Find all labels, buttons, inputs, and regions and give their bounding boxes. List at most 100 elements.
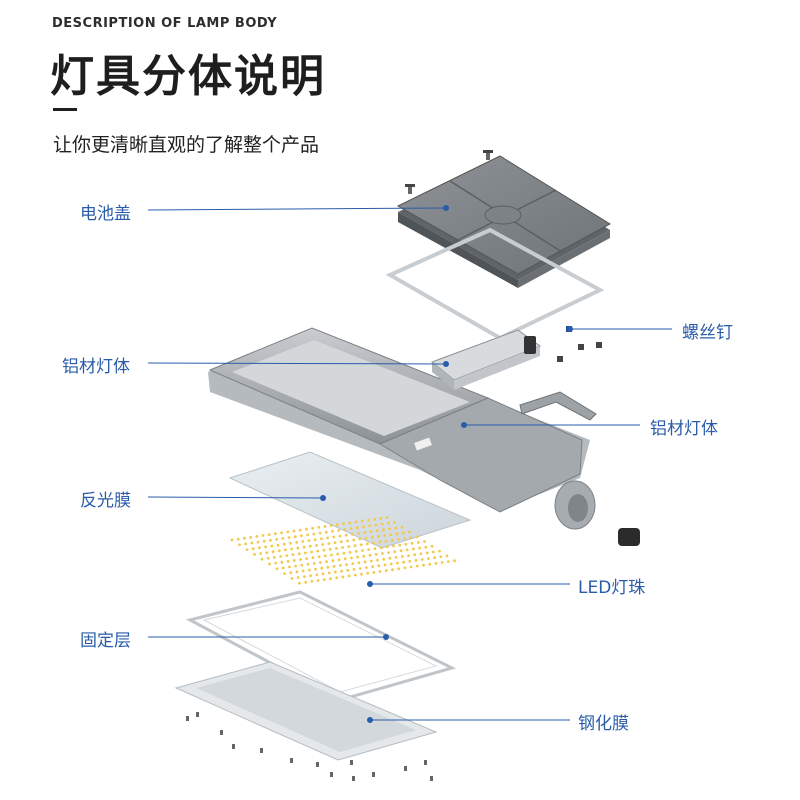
led-bead (396, 561, 399, 565)
led-bead (363, 531, 367, 534)
led-bead (358, 567, 362, 570)
led-bead (362, 525, 365, 529)
left-screw-icon (405, 184, 415, 194)
gasket-ring-part (385, 227, 605, 341)
led-bead (415, 564, 419, 568)
led-bead (413, 553, 417, 557)
led-bead (431, 550, 435, 554)
led-bead (348, 521, 352, 525)
led-bead (320, 566, 324, 570)
led-bead (453, 559, 456, 563)
led-bead (360, 519, 364, 523)
led-bead (354, 520, 358, 524)
led-bead (296, 546, 300, 550)
led-bead (323, 554, 327, 558)
led-bead (384, 539, 388, 543)
led-bead (391, 568, 394, 572)
led-bead (295, 570, 299, 574)
led-bead (330, 553, 333, 557)
screw-cluster-icon (557, 326, 602, 362)
led-bead (439, 555, 443, 559)
led-bead (325, 560, 328, 563)
pole-mount-part (554, 480, 596, 530)
led-bead (298, 528, 302, 532)
led-bead (294, 564, 297, 568)
led-bead (243, 536, 246, 540)
led-bead (383, 534, 387, 537)
led-bead (314, 567, 317, 571)
english-subtitle: DESCRIPTION OF LAMP BODY (52, 16, 278, 31)
led-bead (419, 552, 423, 556)
led-bead (315, 573, 319, 577)
led-bead (307, 568, 311, 572)
led-bead (311, 556, 315, 560)
screw-icon (352, 776, 355, 781)
screw-icon (372, 772, 375, 777)
fixing-layer-inner-edge (202, 597, 438, 693)
led-bead (382, 528, 385, 532)
led-bead (275, 567, 279, 571)
led-bead (313, 538, 317, 542)
led-bead (338, 564, 342, 567)
led-bead (389, 533, 393, 536)
led-bead (328, 547, 332, 551)
led-bead (395, 532, 399, 536)
led-bead (304, 551, 307, 555)
led-bead (274, 532, 277, 536)
led-bead (310, 580, 314, 583)
led-bead (308, 544, 312, 548)
led-bead (283, 572, 286, 575)
led-bead (306, 533, 310, 537)
led-bead (264, 545, 267, 549)
page-title: 灯具分体说明 (50, 51, 326, 102)
led-bead (269, 538, 272, 542)
label-led-beads: LED灯珠 (578, 578, 646, 598)
battery-cover-part (396, 155, 611, 288)
led-bead (251, 547, 255, 551)
led-bead (296, 576, 300, 579)
led-bead (394, 556, 398, 559)
screw-icon (350, 760, 353, 765)
led-bead (415, 535, 419, 539)
led-bead (434, 562, 438, 565)
led-bead (299, 558, 302, 561)
led-bead (304, 580, 308, 584)
led-bead (376, 558, 379, 562)
led-bead (331, 559, 335, 563)
led-bead (393, 550, 397, 554)
led-bead (274, 561, 278, 565)
led-bead (273, 556, 276, 559)
led-bead (389, 562, 393, 566)
led-bead (267, 533, 271, 536)
led-bead (316, 579, 320, 582)
led-bead (341, 575, 345, 579)
led-bead (343, 557, 347, 561)
led-bead (404, 542, 408, 546)
led-bead (289, 571, 293, 575)
led-bead (428, 562, 432, 566)
led-bead (300, 563, 304, 567)
led-bead (400, 555, 404, 558)
led-bead (266, 556, 270, 560)
led-bead (446, 560, 450, 563)
screw-icon (220, 730, 223, 735)
led-bead (311, 526, 314, 530)
led-bead (346, 539, 349, 543)
led-bead (271, 550, 275, 554)
led-bead (372, 541, 375, 545)
led-bead (384, 569, 388, 572)
led-bead (258, 546, 261, 550)
led-bead (298, 581, 301, 585)
tagline: 让你更清晰直观的了解整个产品 (53, 134, 320, 156)
led-bead (268, 562, 271, 566)
aluminum-lamp-body-part (208, 327, 590, 513)
led-bead (422, 563, 425, 567)
leader-line-reflective-film (147, 496, 324, 499)
label-screws: 螺丝钉 (682, 323, 733, 343)
screw-icon (290, 758, 293, 763)
led-bead-grid (230, 516, 456, 585)
led-bead (381, 552, 384, 555)
led-bead (301, 540, 305, 543)
led-bead (357, 532, 360, 535)
